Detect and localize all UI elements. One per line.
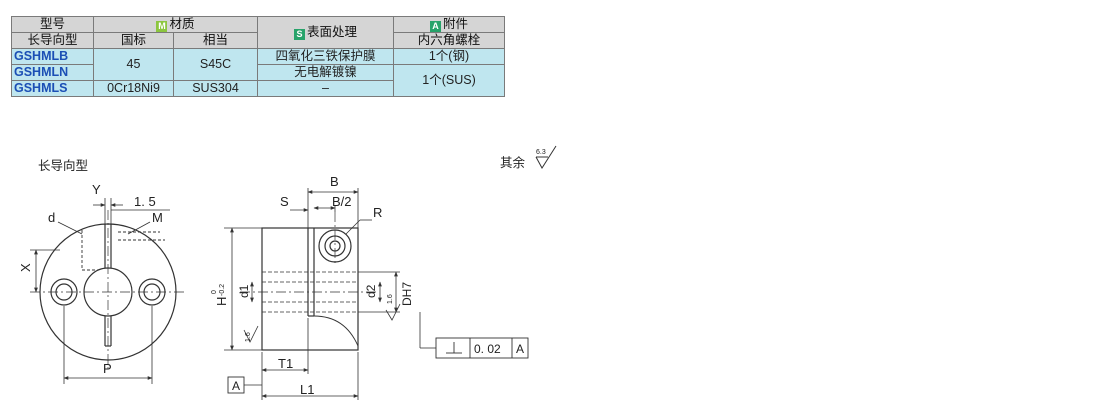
side-view [240,212,376,351]
dim-d: d [48,210,55,225]
header-surface-label: 表面处理 [306,24,357,39]
row-bolt: 1个(钢) [393,48,505,65]
dim-Y: Y [92,182,101,197]
tolerance-datum: A [516,342,524,356]
header-accessory-label: 附件 [442,16,468,31]
dim-d2: d2 [364,284,378,298]
datum-box: A [227,376,245,394]
merged-bolt-sus: 1个(SUS) [393,64,505,97]
drawing-caption: 长导向型 [38,159,89,173]
dim-H-tol-upper: 0 [211,290,218,294]
header-equiv: 相当 [173,32,258,49]
dim-B-half: B/2 [332,194,352,209]
dim-pitch: 1. 5 [134,194,156,209]
dim-L1: L1 [300,382,314,397]
header-material-label: 材质 [169,16,195,31]
header-model: 型号 [11,16,94,33]
accessory-badge-icon: A [429,20,441,32]
dim-M: M [152,210,163,225]
roughness-note: 其余 [500,156,526,170]
front-dimensions [30,198,170,384]
front-view [30,210,186,372]
dim-H-tol-lower: -0.2 [219,284,226,296]
row-code: GSHMLB [11,48,94,65]
roughness-value: 6.3 [536,149,546,156]
collar-body [261,227,359,351]
row-surface: – [257,80,394,97]
surface-badge-icon: S [293,28,305,40]
dim-R: R [373,205,382,220]
row-equiv: SUS304 [173,80,258,97]
rough-value-2: 1.6 [245,332,252,342]
material-badge-icon: M [156,20,168,32]
dim-T1: T1 [278,356,293,371]
row-surface: 无电解镀镍 [257,64,394,81]
roughness-symbol-icon [535,145,557,169]
dim-P: P [103,361,112,376]
dim-DH7: DH7 [400,282,414,306]
row-code: GSHMLS [11,80,94,97]
rough-value-1: 1.6 [387,294,394,304]
row-gb: 0Cr18Ni9 [93,80,174,97]
merged-gb-steel: 45 [93,48,174,81]
dim-H: H [214,297,229,306]
header-accessory-sub: 内六角螺栓 [393,32,505,49]
tolerance-frame [435,337,529,359]
datum-label: A [232,379,240,393]
row-surface: 四氧化三铁保护膜 [257,48,394,65]
dim-S: S [280,194,289,209]
dim-B: B [330,174,339,189]
tolerance-value: 0. 02 [474,342,501,356]
dim-d1: d1 [237,284,251,298]
table-row: GSHMLS 0Cr18Ni9 SUS304 – [11,80,505,97]
side-dimensions [224,188,436,400]
dim-X: X [18,263,33,272]
